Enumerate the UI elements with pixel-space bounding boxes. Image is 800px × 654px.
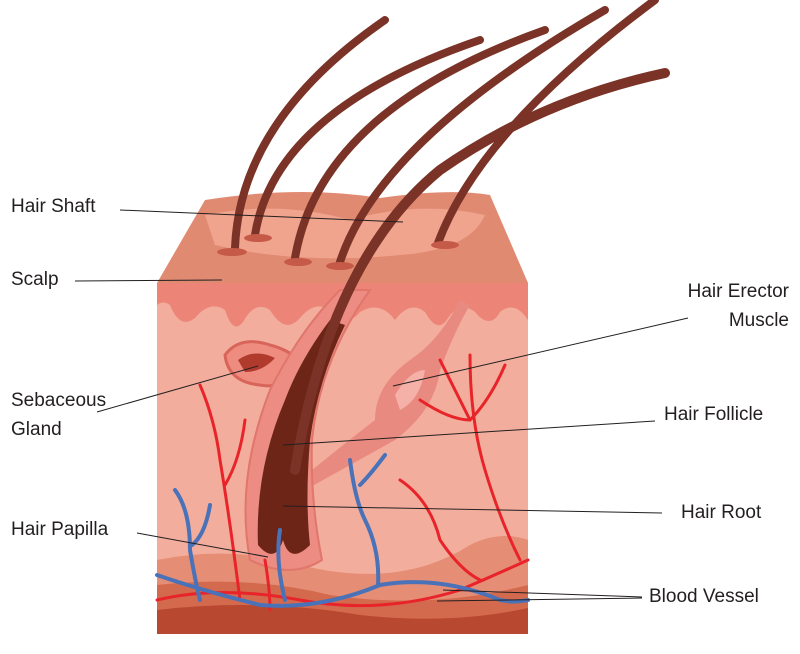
hair-erector-muscle [300, 300, 470, 490]
leader-hair-papilla [136, 532, 269, 558]
leader-hair-root [282, 505, 663, 514]
leader-scalp [74, 279, 223, 282]
leader-blood-vessel-2 [436, 597, 643, 602]
deep-layer [157, 605, 528, 634]
sebaceous-gland-core [238, 353, 275, 372]
label-hair-papilla: Hair Papilla [11, 519, 109, 540]
leader-hair-follicle [282, 420, 656, 446]
hair-pores [217, 234, 459, 270]
label-hair-root: Hair Root [681, 502, 762, 523]
label-hair-shaft: Hair Shaft [11, 196, 96, 217]
label-hair-erector-muscle-line2: Muscle [728, 310, 789, 331]
label-scalp: Scalp [11, 269, 59, 290]
label-hair-follicle: Hair Follicle [664, 404, 764, 425]
label-sebaceous-gland-line2: Gland [11, 419, 62, 440]
leader-lines [74, 209, 689, 602]
leader-blood-vessel-1 [442, 589, 643, 598]
hair-strands [231, 0, 670, 475]
leader-hair-shaft [119, 209, 404, 223]
label-sebaceous-gland-line1: Sebaceous [11, 390, 107, 411]
label-blood-vessel: Blood Vessel [649, 586, 759, 607]
leader-hair-erector-muscle [392, 317, 689, 387]
label-hair-erector-muscle-line1: Hair Erector [687, 281, 789, 302]
scalp-highlight [205, 208, 485, 259]
leader-sebaceous-gland [96, 365, 259, 413]
